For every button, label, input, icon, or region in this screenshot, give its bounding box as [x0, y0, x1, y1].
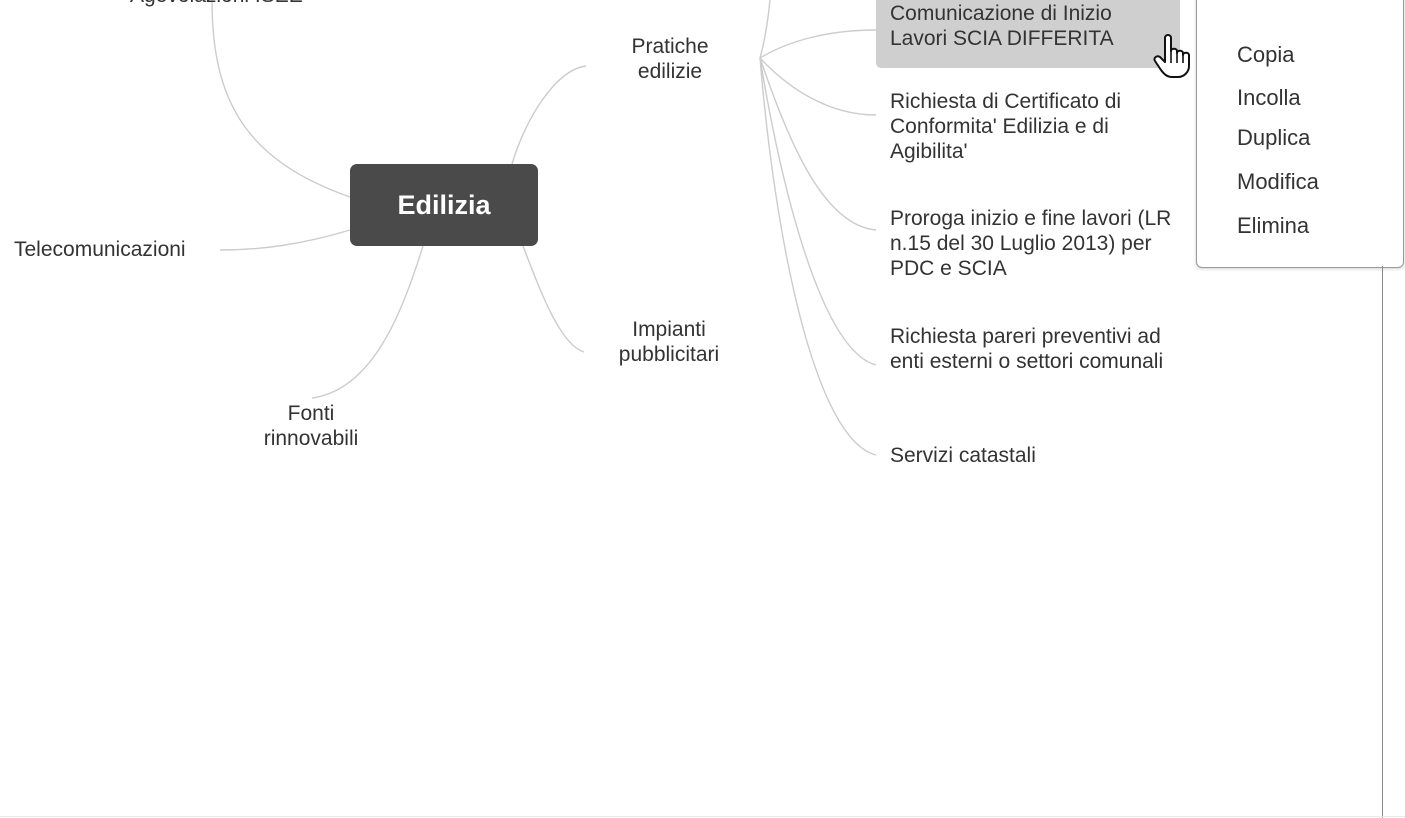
context-menu: Copia Incolla Duplica Modifica Elimina: [1196, 0, 1404, 268]
hand-pointer-icon: [1153, 34, 1190, 78]
link-pratiche-pareri: [759, 57, 877, 366]
node-agevolazioni[interactable]: Agevolazioni ISEE: [130, 0, 303, 8]
link-pratiche-scia: [759, 29, 877, 59]
menu-item-copia[interactable]: Copia: [1237, 42, 1295, 67]
node-richiesta-certificato[interactable]: Richiesta di Certificato di Conformita' …: [890, 90, 1122, 163]
menu-item-elimina[interactable]: Elimina: [1237, 213, 1310, 238]
node-pratiche-edilizie[interactable]: Pratiche edilizie: [631, 35, 709, 83]
bottom-divider: [0, 816, 1405, 817]
root-label: Edilizia: [397, 189, 491, 220]
link-root-impianti: [522, 245, 585, 353]
link-pratiche-proroga: [759, 57, 877, 231]
node-impianti-pubblicitari[interactable]: Impianti pubblicitari: [618, 318, 720, 366]
node-richiesta-pareri[interactable]: Richiesta pareri preventivi ad enti este…: [890, 325, 1164, 373]
node-proroga-lavori[interactable]: Proroga inizio e fine lavori (LR n.15 de…: [890, 207, 1172, 280]
selected-node-line-2: Lavori SCIA DIFFERITA: [890, 27, 1114, 50]
menu-item-incolla[interactable]: Incolla: [1237, 85, 1301, 110]
link-pratiche-certificato: [759, 57, 877, 116]
link-root-pratiche: [511, 65, 587, 165]
root-node[interactable]: Edilizia: [350, 164, 538, 246]
selected-node-label: Comunicazione di Inizio Lavori SCIA DIFF…: [890, 1, 1114, 51]
node-telecomunicazioni[interactable]: Telecomunicazioni: [14, 238, 186, 261]
selected-node-line-1: Comunicazione di Inizio: [890, 2, 1112, 25]
link-pratiche-catastali: [759, 57, 877, 456]
link-root-telecom: [219, 229, 351, 251]
link-pratiche-top: [759, 0, 771, 59]
selected-node-scia-differita[interactable]: Comunicazione di Inizio Lavori SCIA DIFF…: [876, 0, 1180, 68]
node-fonti-rinnovabili[interactable]: Fonti rinnovabili: [263, 402, 359, 450]
node-servizi-catastali[interactable]: Servizi catastali: [890, 444, 1036, 467]
menu-item-modifica[interactable]: Modifica: [1237, 169, 1319, 194]
menu-item-duplica[interactable]: Duplica: [1237, 125, 1311, 150]
vertical-scroll-rail[interactable]: [1382, 266, 1383, 818]
link-root-agevolazioni: [211, 0, 351, 198]
link-root-fonti: [311, 245, 424, 399]
